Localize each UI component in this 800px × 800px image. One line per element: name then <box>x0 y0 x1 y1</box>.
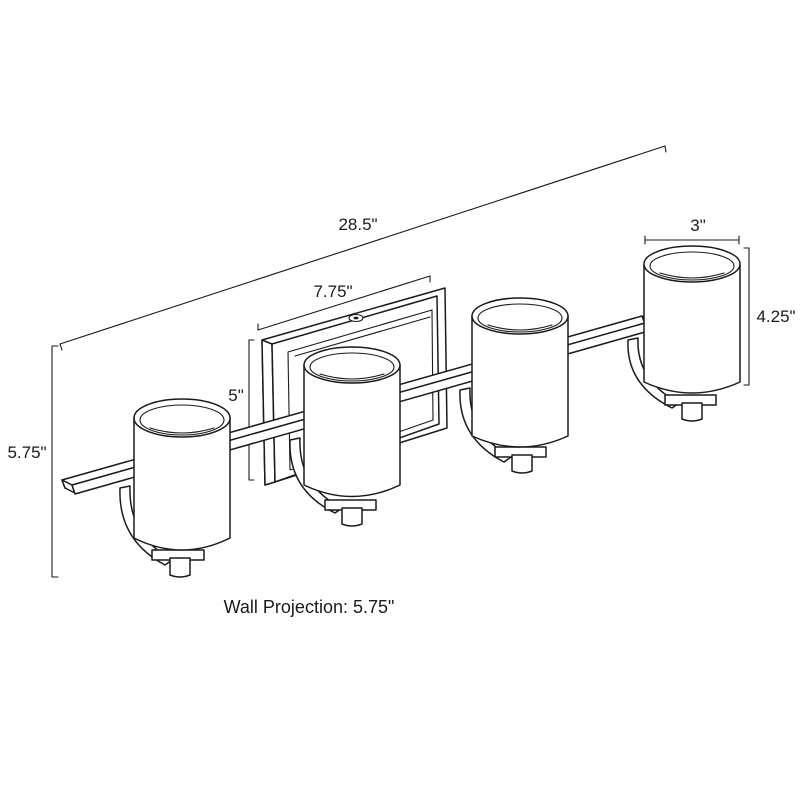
shade-diameter-label: 3" <box>690 216 706 235</box>
overall-height-label: 5.75" <box>7 443 46 462</box>
shade-4 <box>627 245 741 422</box>
backplate-width-label: 7.75" <box>313 282 352 301</box>
overall-width-dimension <box>59 145 667 351</box>
shade-1 <box>119 398 231 578</box>
shade-3 <box>459 297 569 474</box>
overall-width-label: 28.5" <box>338 215 377 234</box>
overall-height-dimension <box>51 345 59 578</box>
backplate-height-dimension <box>248 339 255 481</box>
backplate-width-dimension <box>257 275 431 331</box>
shade-2 <box>289 346 401 527</box>
shade-height-dimension <box>743 247 750 386</box>
wall-projection-caption: Wall Projection: 5.75" <box>224 597 395 617</box>
shade-height-label: 4.25" <box>756 307 795 326</box>
backplate-height-label: 5" <box>228 386 244 405</box>
shade-diameter-dimension <box>644 235 740 245</box>
